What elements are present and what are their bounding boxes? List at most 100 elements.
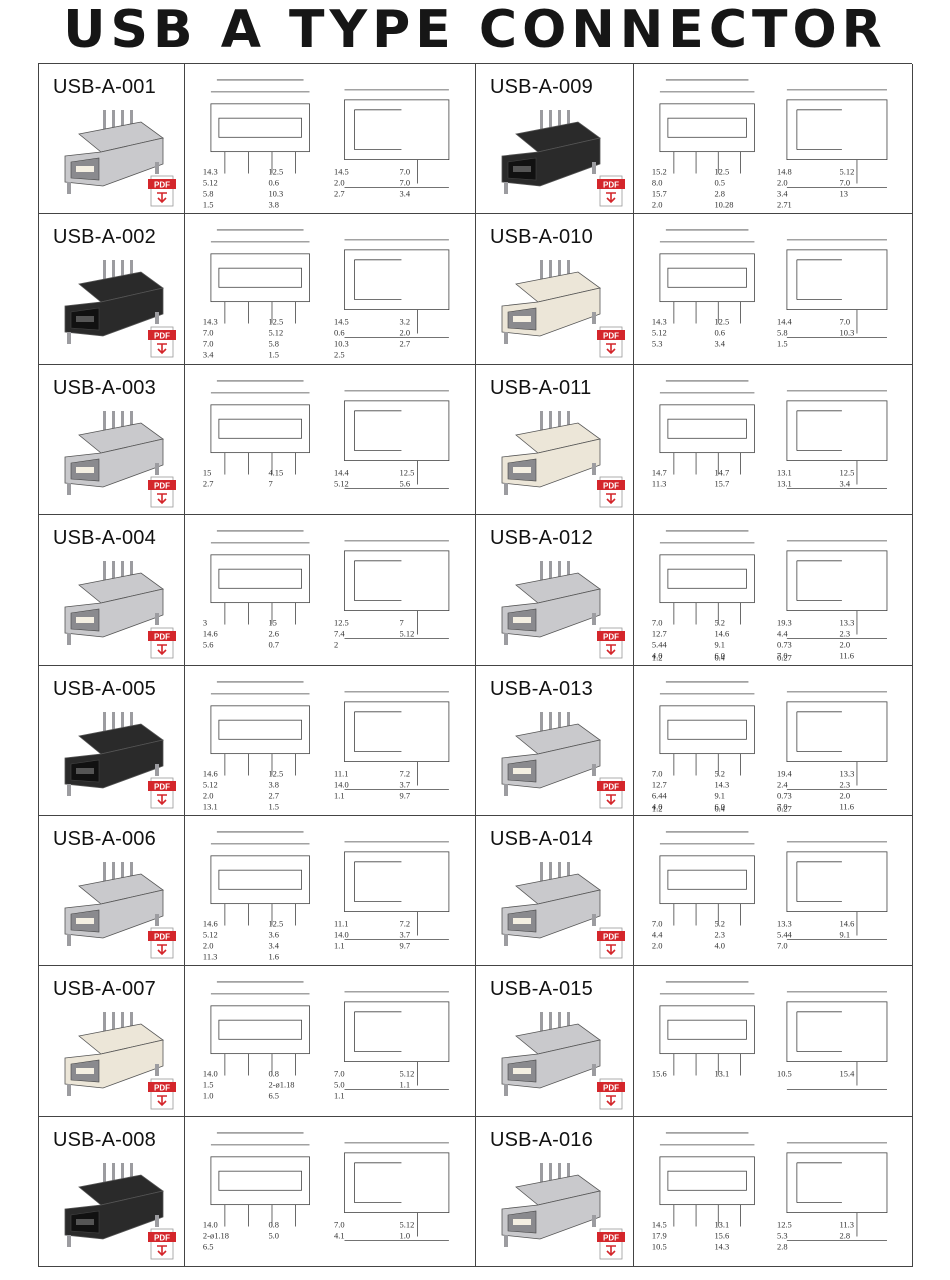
dimension-label: 1.1 xyxy=(334,940,345,950)
pdf-label: PDF xyxy=(154,782,170,791)
dimension-label: 1.2 xyxy=(652,803,663,813)
dimension-label: 7.0 xyxy=(652,918,663,928)
product-code: USB-A-004 xyxy=(53,527,156,550)
pdf-label: PDF xyxy=(603,1233,619,1242)
dimension-label: 14.0 xyxy=(334,929,349,939)
dimension-label: 1.1 xyxy=(400,1080,411,1090)
dimension-label: 1.6 xyxy=(268,951,279,961)
dimension-label: 3.2 xyxy=(400,317,411,327)
dimension-label: 6.5 xyxy=(268,1091,279,1101)
dimension-label: 7.0 xyxy=(777,940,788,950)
dimension-label: 5.2 xyxy=(714,918,725,928)
dimension-label: 7.2 xyxy=(400,768,411,778)
pdf-download-icon[interactable]: PDF xyxy=(148,1078,176,1110)
dimension-label: 14.3 xyxy=(203,317,218,327)
dimension-label: 12.7 xyxy=(652,779,667,789)
dimension-label: 5.12 xyxy=(203,177,218,187)
pdf-download-icon[interactable]: PDF xyxy=(597,927,625,959)
product-code: USB-A-009 xyxy=(490,76,593,98)
pdf-download-icon[interactable]: PDF xyxy=(148,927,176,959)
dimension-label: 2.0 xyxy=(777,177,788,187)
dimension-label: 5.12 xyxy=(652,328,667,338)
dimension-label: 7.4 xyxy=(334,629,345,639)
pdf-download-icon[interactable]: PDF xyxy=(597,326,625,358)
dimension-label: 15.6 xyxy=(714,1230,729,1240)
pdf-download-icon[interactable]: PDF xyxy=(148,1228,176,1260)
pdf-download-icon[interactable]: PDF xyxy=(597,476,625,508)
dimension-label: 5.12 xyxy=(400,629,415,639)
product-code: USB-A-014 xyxy=(490,827,593,850)
dimension-label: 5.44 xyxy=(652,640,668,650)
dimension-label: 14.7 xyxy=(714,467,729,477)
pdf-download-icon[interactable]: PDF xyxy=(597,175,625,207)
dimension-label: 13.1 xyxy=(777,467,792,477)
pdf-label: PDF xyxy=(603,933,619,942)
pdf-download-icon[interactable]: PDF xyxy=(597,1078,625,1110)
dimension-label: 7.0 xyxy=(777,651,788,661)
connector-photo xyxy=(501,110,601,194)
dimension-label: 4.0 xyxy=(714,940,725,950)
dimension-label: 5.8 xyxy=(268,339,279,349)
pdf-download-icon[interactable]: PDF xyxy=(597,777,625,809)
product-code: USB-A-010 xyxy=(490,226,593,249)
dimension-label: 13 xyxy=(840,188,848,198)
dimension-label: 5.2 xyxy=(714,768,725,778)
pdf-download-icon[interactable]: PDF xyxy=(148,476,176,508)
connector-photo xyxy=(501,711,601,796)
dimension-label: 5.12 xyxy=(203,929,218,939)
dimension-label: 13.3 xyxy=(840,618,855,628)
pdf-download-icon[interactable]: PDF xyxy=(597,1228,625,1260)
dimension-label: 1.1 xyxy=(334,1091,345,1101)
dimension-label: 5.12 xyxy=(400,1219,415,1229)
pdf-label: PDF xyxy=(603,1083,619,1092)
pdf-download-icon[interactable]: PDF xyxy=(148,627,176,659)
dimension-label: 7.0 xyxy=(652,768,663,778)
pdf-label: PDF xyxy=(154,181,170,190)
dimension-label: 1.1 xyxy=(334,790,345,800)
dimension-label: 11.6 xyxy=(840,651,854,661)
pdf-download-icon[interactable]: PDF xyxy=(148,175,176,207)
dimension-label: 7.0 xyxy=(652,618,663,628)
dimension-label: 4.15 xyxy=(268,467,283,477)
pdf-download-icon[interactable]: PDF xyxy=(148,777,176,809)
dimension-label: 5.8 xyxy=(777,328,788,338)
dimension-label: 4.0 xyxy=(652,801,663,811)
connector-photo xyxy=(64,561,164,646)
dimension-label: 3.4 xyxy=(268,940,279,950)
dimension-label: 0.6 xyxy=(268,177,279,187)
dimension-label: 11.3 xyxy=(840,1219,854,1229)
dimension-label: 0.5 xyxy=(714,177,725,187)
dimension-label: 2.8 xyxy=(840,1230,851,1240)
product-code: USB-A-016 xyxy=(490,1128,593,1151)
dimension-label: 7.0 xyxy=(400,177,411,187)
dimension-label: 15.7 xyxy=(652,188,667,198)
dimension-label: 14.6 xyxy=(203,768,218,778)
dimension-label: 15 xyxy=(203,467,211,477)
dimension-label: 12.5 xyxy=(268,918,283,928)
dimension-label: 13.1 xyxy=(777,478,792,488)
dimension-label: 14.6 xyxy=(840,918,855,928)
pdf-label: PDF xyxy=(154,1233,170,1242)
dimension-label: 0.8 xyxy=(268,1069,279,1079)
dimension-label: 4.0 xyxy=(652,651,663,661)
dimension-label: 2.71 xyxy=(777,199,792,209)
dimension-label: 0.27 xyxy=(777,653,792,663)
pdf-download-icon[interactable]: PDF xyxy=(148,326,176,358)
dimension-label: 3.4 xyxy=(714,339,725,349)
pdf-download-icon[interactable]: PDF xyxy=(597,627,625,659)
pdf-label: PDF xyxy=(154,481,170,490)
